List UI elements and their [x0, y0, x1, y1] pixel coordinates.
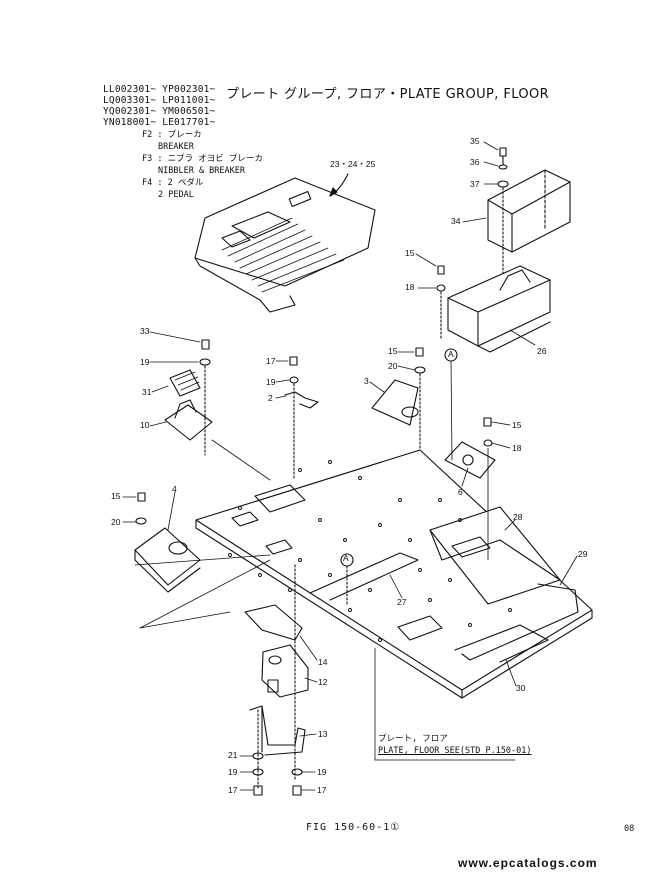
legend-f4-code: F4 : 2 ペダル	[142, 178, 204, 188]
lower-assembly	[244, 564, 309, 796]
serial-line-4: YN018001~ LE017701~	[103, 117, 216, 128]
callout-21: 21	[228, 750, 238, 760]
callout-15-cover3: 15	[388, 346, 398, 356]
serial-line-3: YQ002301~ YM006501~	[103, 106, 216, 117]
serial-line-1: LL002301~ YP002301~	[103, 84, 216, 95]
callout-17-bracket: 17	[266, 356, 276, 366]
cover-4	[134, 492, 201, 593]
callout-35: 35	[470, 136, 480, 146]
watermark: www.epcatalogs.com	[458, 856, 598, 870]
callout-34: 34	[451, 216, 461, 226]
note-en: PLATE, FLOOR SEE(STD P.150-01)	[378, 746, 532, 756]
legend-f3-en: NIBBLER & BREAKER	[158, 166, 245, 176]
callout-2: 2	[268, 393, 273, 403]
callout-4: 4	[172, 484, 177, 494]
bracket-2	[284, 356, 319, 481]
callout-17-lower-right: 17	[317, 785, 327, 795]
callout-19-lower-left: 19	[228, 767, 238, 777]
cover-3	[371, 347, 426, 451]
callout-20-cover3: 20	[388, 361, 398, 371]
callout-6: 6	[458, 487, 463, 497]
callout-31: 31	[142, 387, 152, 397]
serial-line-2: LQ003301~ LP011001~	[103, 95, 216, 106]
note-jp: プレート, フロア	[378, 734, 448, 744]
cover-26	[436, 265, 551, 362]
callout-18-bracket6: 18	[512, 443, 522, 453]
ref-a-upper: A	[448, 349, 454, 359]
callout-13: 13	[318, 729, 328, 739]
callout-18-top: 18	[405, 282, 415, 292]
cover-plate-23	[194, 177, 376, 313]
callout-27: 27	[397, 597, 407, 607]
legend-f2-en: BREAKER	[158, 142, 194, 152]
callout-15-bracket6: 15	[512, 420, 522, 430]
callout-19-lower-right: 19	[317, 767, 327, 777]
callout-14: 14	[318, 657, 328, 667]
callout-33: 33	[140, 326, 150, 336]
callout-15-top: 15	[405, 248, 415, 258]
callout-30: 30	[516, 683, 526, 693]
legend-f4-en: 2 PEDAL	[158, 190, 194, 200]
ref-a-plate: A	[343, 553, 349, 563]
callout-19-pedal: 19	[140, 357, 150, 367]
callout-28: 28	[513, 512, 523, 522]
floor-plate-28	[195, 449, 593, 699]
pedal-assembly	[164, 339, 213, 456]
page-code: 08	[624, 824, 635, 834]
callout-17-lower-left: 17	[228, 785, 238, 795]
callout-37: 37	[470, 179, 480, 189]
bracket-6	[444, 417, 496, 479]
callout-12: 12	[318, 677, 328, 687]
legend-f2-code: F2 : ブレーカ	[142, 130, 202, 140]
callout-10: 10	[140, 420, 150, 430]
callout-26: 26	[537, 346, 547, 356]
callout-19-bracket: 19	[266, 377, 276, 387]
page-title: プレート グループ, フロア・PLATE GROUP, FLOOR	[226, 87, 550, 102]
callout-23-24-25: 23・24・25	[330, 159, 376, 169]
callout-29: 29	[578, 549, 588, 559]
callout-20-cover4: 20	[111, 517, 121, 527]
callout-36: 36	[470, 157, 480, 167]
figure-number: FIG 150-60-1①	[306, 822, 401, 833]
callout-3: 3	[364, 376, 369, 386]
bracket-box-34	[487, 147, 571, 291]
callout-15-cover4: 15	[111, 491, 121, 501]
legend-f3-code: F3 : ニブラ オヨビ ブレーカ	[142, 154, 263, 164]
